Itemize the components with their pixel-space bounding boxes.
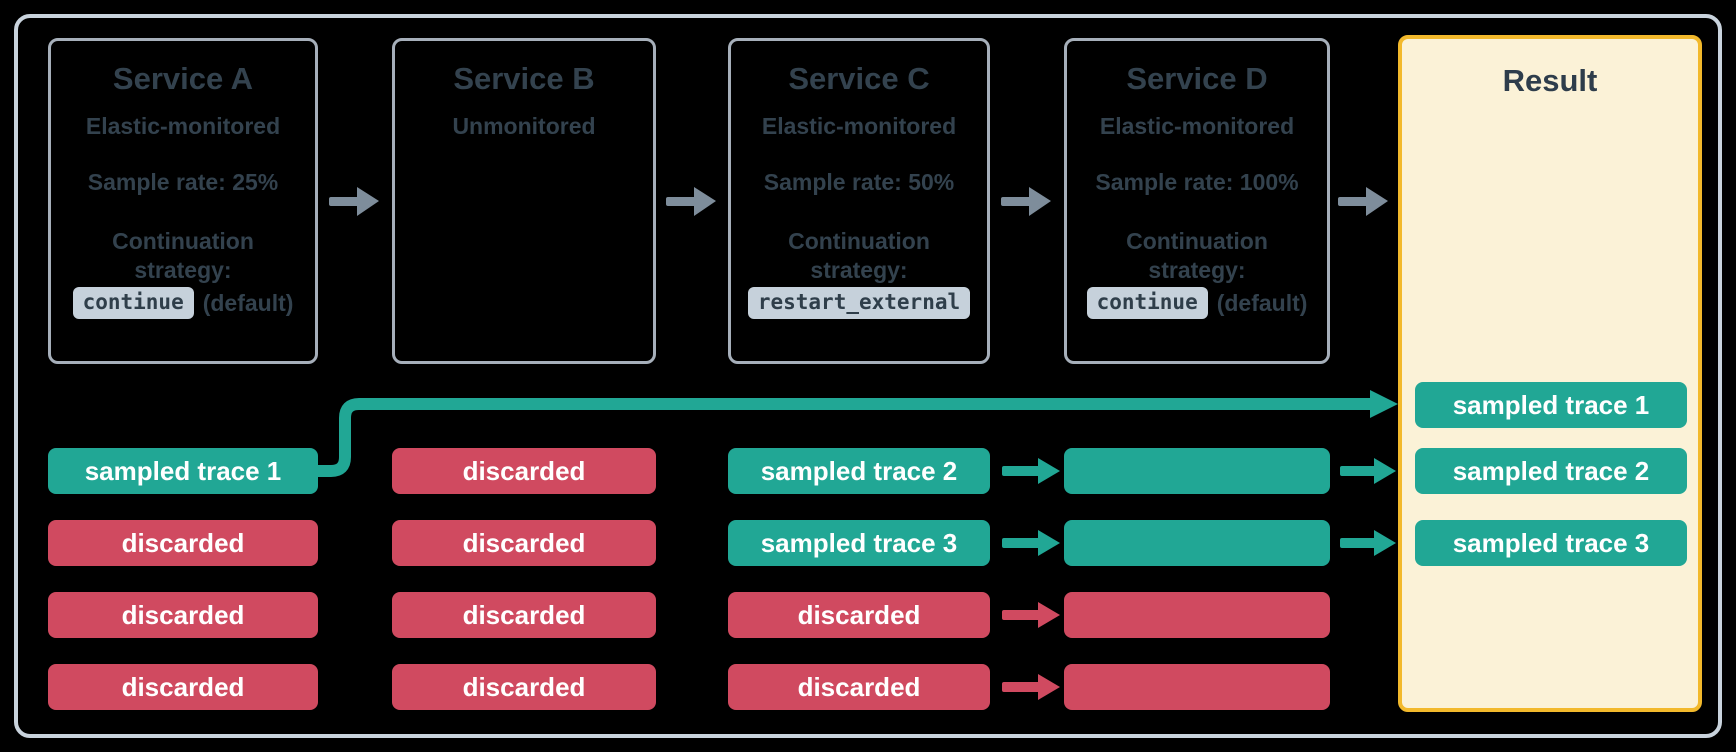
trace-pill: discarded	[392, 664, 656, 710]
trace-pill: discarded	[392, 592, 656, 638]
service-monitoring-label: Unmonitored	[452, 113, 596, 139]
code-chip: restart_external	[747, 287, 971, 319]
continuation-strategy-value: continue (default)	[51, 283, 315, 323]
trace-pill: sampled trace 2	[728, 448, 990, 494]
trace-pill: discarded	[48, 664, 318, 710]
outer-frame	[14, 14, 1722, 738]
trace-pill: discarded	[48, 592, 318, 638]
continuation-strategy-label: Continuation strategy:	[1126, 228, 1268, 283]
service-title: Service B	[453, 61, 595, 96]
trace-pill	[1064, 592, 1330, 638]
service-title: Service A	[112, 61, 254, 96]
service-c-card: Service C Elastic-monitored Sample rate:…	[728, 38, 990, 364]
trace-pill: sampled trace 1	[48, 448, 318, 494]
chip-suffix: (default)	[202, 289, 294, 316]
continuation-strategy-label: Continuation strategy:	[788, 228, 930, 283]
result-title: Result	[1502, 63, 1598, 98]
result-pill: sampled trace 3	[1415, 520, 1687, 566]
code-chip: continue	[72, 287, 194, 319]
trace-pill: discarded	[728, 664, 990, 710]
result-card: Result	[1398, 35, 1702, 712]
trace-pill: discarded	[392, 448, 656, 494]
code-chip: continue	[1086, 287, 1208, 319]
trace-pill: sampled trace 3	[728, 520, 990, 566]
result-pill: sampled trace 1	[1415, 382, 1687, 428]
service-monitoring-label: Elastic-monitored	[1099, 113, 1295, 139]
service-b-card: Service B Unmonitored	[392, 38, 656, 364]
service-title: Service C	[788, 61, 930, 96]
service-monitoring-label: Elastic-monitored	[85, 113, 281, 139]
sample-rate-label: Sample rate: 25%	[87, 169, 279, 195]
result-pill: sampled trace 2	[1415, 448, 1687, 494]
trace-pill	[1064, 664, 1330, 710]
service-d-card: Service D Elastic-monitored Sample rate:…	[1064, 38, 1330, 364]
trace-pill: discarded	[48, 520, 318, 566]
trace-pill	[1064, 448, 1330, 494]
service-a-card: Service A Elastic-monitored Sample rate:…	[48, 38, 318, 364]
service-title: Service D	[1126, 61, 1268, 96]
chip-suffix: (default)	[1216, 289, 1308, 316]
trace-pill	[1064, 520, 1330, 566]
service-monitoring-label: Elastic-monitored	[761, 113, 957, 139]
continuation-strategy-value: restart_external	[731, 283, 987, 323]
trace-pill: discarded	[728, 592, 990, 638]
trace-pill: discarded	[392, 520, 656, 566]
continuation-strategy-label: Continuation strategy:	[112, 228, 254, 283]
sample-rate-label: Sample rate: 100%	[1095, 169, 1299, 195]
sample-rate-label: Sample rate: 50%	[763, 169, 955, 195]
continuation-strategy-value: continue (default)	[1067, 283, 1327, 323]
